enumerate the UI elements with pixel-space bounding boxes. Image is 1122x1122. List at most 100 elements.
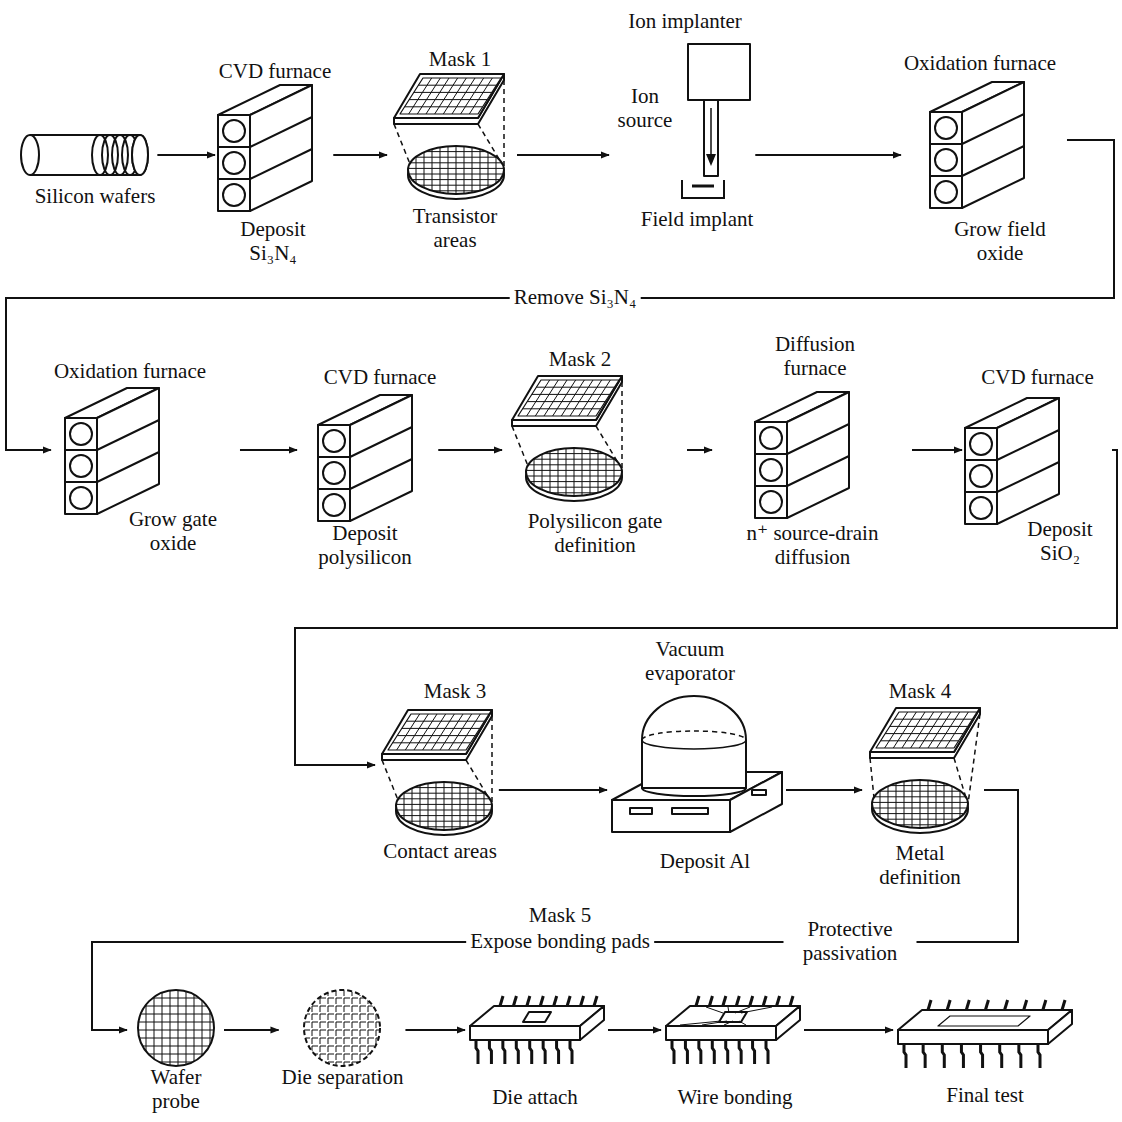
flow-arrow [608, 1029, 661, 1031]
mask-grid-line [452, 78, 475, 114]
grid-line [146, 990, 147, 1066]
ion-beam-head [706, 154, 716, 166]
wafer [132, 135, 148, 175]
grid-line [558, 448, 559, 496]
mask-grid-line [893, 712, 916, 748]
grid-line [138, 1038, 214, 1039]
die-grid [872, 780, 968, 828]
mask-grid-line [535, 380, 558, 416]
mask-grid-line [414, 92, 492, 93]
back-pin [513, 996, 516, 1006]
alignment-dash [491, 716, 493, 806]
grid-line [304, 1038, 380, 1039]
grid-line [320, 990, 321, 1066]
mask-pattern-border [388, 714, 489, 750]
front-pin [570, 1040, 572, 1064]
die-grid [396, 782, 492, 830]
dip-package [898, 1000, 1072, 1068]
package-front [470, 1026, 580, 1040]
step-title: CVD furnace [219, 60, 332, 84]
furnace-tube-opening [223, 184, 245, 206]
grid-line [304, 998, 380, 999]
grid-line [408, 185, 504, 186]
front-pin [557, 1040, 559, 1064]
back-pin [594, 996, 597, 1006]
package-side [776, 1006, 800, 1040]
grid-line [526, 459, 622, 460]
mask-grid-line [457, 714, 480, 750]
process-step: Ion implanterIon sourceField implant [610, 8, 755, 234]
furnace-tube-opening [760, 459, 782, 481]
flow-arrow [240, 449, 297, 451]
grid-line [460, 782, 461, 830]
step-title: Mask 1 [429, 48, 491, 72]
grid-line [138, 998, 214, 999]
furnace-drawing [318, 395, 412, 521]
die [719, 1012, 747, 1022]
grid-line [480, 146, 481, 194]
step-caption: Contact areas [383, 840, 497, 864]
back-pin [1024, 1000, 1027, 1010]
process-step: CVD furnaceDeposit SiO₂ [963, 364, 1112, 567]
flow-arrow [224, 1029, 279, 1031]
front-pin [712, 1040, 714, 1064]
furnace-tube-cell [318, 489, 350, 521]
grid-line [472, 146, 473, 194]
furnace-tube-opening [323, 494, 345, 516]
grid-line [534, 448, 535, 496]
back-pin [709, 996, 712, 1006]
furnace-divider [250, 149, 312, 179]
step-note: Mask 5 [525, 904, 595, 928]
furnace-tube-opening [970, 497, 992, 519]
front-pin [923, 1044, 925, 1068]
grid-line [526, 470, 622, 471]
step-caption: n⁺ source-drain diffusion [715, 522, 910, 569]
step-caption: Deposit Al [660, 850, 750, 874]
furnace-tube-cell [930, 144, 962, 176]
grid-line [138, 1014, 214, 1015]
mask-grid-line [409, 78, 432, 114]
grid-line [416, 146, 417, 194]
wafer-stack [21, 135, 148, 175]
flow-arrow [499, 789, 607, 791]
step-title: Mask 4 [889, 680, 951, 704]
flow-arrow [6, 140, 1114, 450]
grid-line [344, 990, 345, 1066]
process-step: Wafer probe [128, 986, 224, 1115]
mask-grid-line [570, 380, 593, 416]
edge-label: Remove Si₃N₄ [510, 286, 641, 310]
process-step: Mask 4Metal definition [863, 678, 984, 891]
grid-line [456, 146, 457, 194]
grid-line [336, 990, 337, 1066]
alignment-dash [870, 758, 874, 798]
grid-line [396, 787, 492, 788]
grid-line [396, 793, 492, 794]
grid-line [912, 780, 913, 828]
step-caption: Ion source [612, 85, 678, 132]
grid-line [408, 174, 504, 175]
grid-line [550, 448, 551, 496]
flow-arrow [333, 154, 387, 156]
grid-line [408, 168, 504, 169]
step-caption: Deposit SiO₂ [1010, 518, 1110, 565]
furnace-side [997, 398, 1059, 524]
die-grid [138, 990, 214, 1066]
furnace-tube-opening [70, 455, 92, 477]
grid-line [138, 1054, 214, 1055]
furnace-tube-opening [70, 487, 92, 509]
step-caption: Field implant [641, 208, 754, 232]
grid-line [606, 448, 607, 496]
mask-grid-line [527, 401, 605, 402]
mask-grid-line [937, 712, 960, 748]
bond-wire [739, 1021, 746, 1025]
package-front [898, 1030, 1048, 1044]
furnace-tube-opening [223, 152, 245, 174]
furnace-drawing [218, 85, 312, 211]
grid-line [396, 821, 492, 822]
mask-grid-line [418, 85, 496, 86]
furnace-side [97, 388, 159, 514]
process-step: Oxidation furnaceGrow gate oxide [52, 358, 240, 557]
grid-line [526, 464, 622, 465]
wafer-outline [138, 990, 214, 1066]
grid-line [178, 990, 179, 1066]
